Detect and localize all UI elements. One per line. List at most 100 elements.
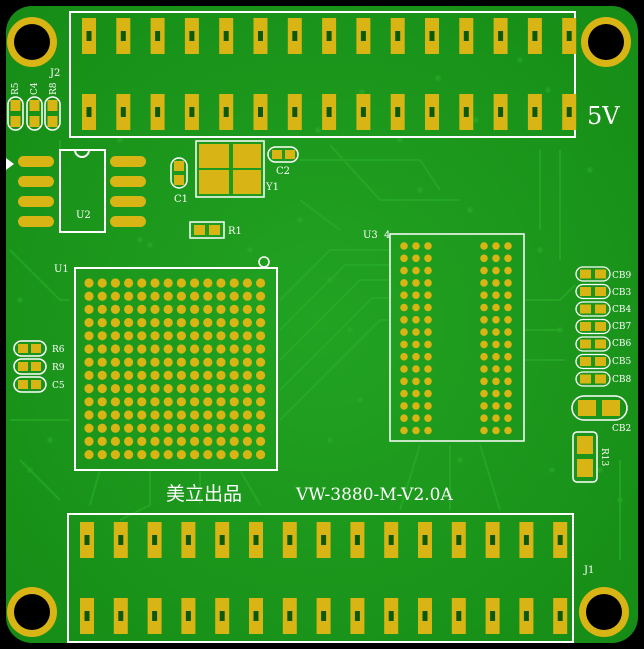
u1-ball — [110, 450, 120, 460]
u1-ball — [124, 344, 134, 354]
u1-ball — [176, 331, 186, 341]
u1-ball — [124, 318, 134, 328]
u3-ball — [412, 266, 420, 275]
u3-ball — [400, 328, 408, 336]
u3-ball — [400, 365, 408, 373]
u1-ball — [216, 291, 226, 301]
u1-ball — [150, 397, 160, 407]
u1-ball — [203, 410, 213, 420]
u3-ball — [480, 303, 488, 312]
u1-ball — [84, 304, 94, 314]
u3-ball — [492, 340, 500, 349]
u1-ball — [84, 357, 94, 367]
u3-ball — [400, 426, 408, 435]
u1-ball — [97, 344, 107, 354]
u1-ball — [150, 318, 160, 328]
u1-ball — [229, 370, 239, 380]
u3-ball — [492, 389, 500, 398]
u1-ball — [229, 291, 239, 301]
u1-ball — [110, 304, 120, 314]
board-body — [6, 6, 638, 643]
u3-ball — [492, 303, 500, 312]
label-version: VW-3880-M-V2.0A — [295, 485, 453, 505]
u1-ball — [110, 397, 120, 407]
u1-ball — [256, 357, 266, 367]
u1-ball — [256, 450, 266, 460]
u1-ball — [163, 344, 173, 354]
u1-ball — [229, 397, 239, 407]
u1-ball — [137, 344, 147, 354]
cb-pad — [580, 357, 591, 366]
u1-ball — [256, 384, 266, 394]
j2-outline — [69, 11, 576, 138]
u3-ball — [504, 303, 512, 312]
u3-ball — [400, 340, 408, 349]
u1-ball — [216, 397, 226, 407]
u1-bga — [74, 256, 278, 471]
u3-ball — [412, 414, 420, 423]
u1-ball — [242, 450, 252, 460]
u1-ball — [256, 397, 266, 407]
u1-ball — [163, 318, 173, 328]
u1-ball — [176, 397, 186, 407]
u3-ball — [504, 340, 512, 349]
u1-ball — [110, 370, 120, 380]
u3-ball — [424, 303, 432, 312]
u1-ball — [124, 436, 134, 446]
u3-ball — [480, 242, 488, 250]
u1-ball — [190, 370, 200, 380]
u1-ball — [163, 423, 173, 433]
u3-ball — [424, 279, 432, 287]
u1-ball — [190, 344, 200, 354]
u1-ball — [176, 384, 186, 394]
u3-ball — [412, 365, 420, 373]
label-c4: C4 — [30, 82, 40, 95]
u1-ball — [137, 291, 147, 301]
u1-ball — [84, 397, 94, 407]
u1-ball — [124, 397, 134, 407]
u3-ball — [480, 426, 488, 435]
u1-ball — [176, 291, 186, 301]
u1-ball — [176, 357, 186, 367]
u1-ball — [124, 370, 134, 380]
u1-ball — [84, 410, 94, 420]
cb-pad — [580, 304, 591, 314]
u1-ball — [190, 291, 200, 301]
u1-ball — [190, 304, 200, 314]
u3-ball — [400, 402, 408, 410]
u1-ball — [97, 318, 107, 328]
u3-ball — [412, 340, 420, 349]
u3-ball — [504, 352, 512, 361]
u3-ball — [412, 291, 420, 300]
u3-ball — [424, 266, 432, 275]
u1-ball — [203, 291, 213, 301]
u3-ball — [424, 352, 432, 361]
j2-pads — [82, 18, 577, 130]
u1-ball — [203, 423, 213, 433]
u3-ball — [480, 328, 488, 336]
u3-ball — [492, 365, 500, 373]
u1-ball — [176, 344, 186, 354]
u1-ball — [203, 344, 213, 354]
label-c2: C2 — [276, 166, 290, 177]
u1-ball — [216, 331, 226, 341]
label-u2: U2 — [76, 210, 91, 221]
u1-ball — [137, 304, 147, 314]
u1-ball — [256, 344, 266, 354]
u1-ball — [190, 423, 200, 433]
u3-ball — [480, 414, 488, 423]
u1-ball — [190, 436, 200, 446]
label-cb2: CB2 — [612, 424, 631, 434]
u1-ball — [229, 304, 239, 314]
u1-ball — [150, 344, 160, 354]
u1-ball — [137, 450, 147, 460]
u1-ball — [242, 344, 252, 354]
u1-ball — [163, 397, 173, 407]
u1-ball — [110, 357, 120, 367]
u3-ball — [412, 242, 420, 250]
u1-ball — [229, 436, 239, 446]
u1-ball — [163, 331, 173, 341]
u1-ball — [229, 423, 239, 433]
u3-ball — [424, 316, 432, 324]
u3-ball — [492, 377, 500, 386]
